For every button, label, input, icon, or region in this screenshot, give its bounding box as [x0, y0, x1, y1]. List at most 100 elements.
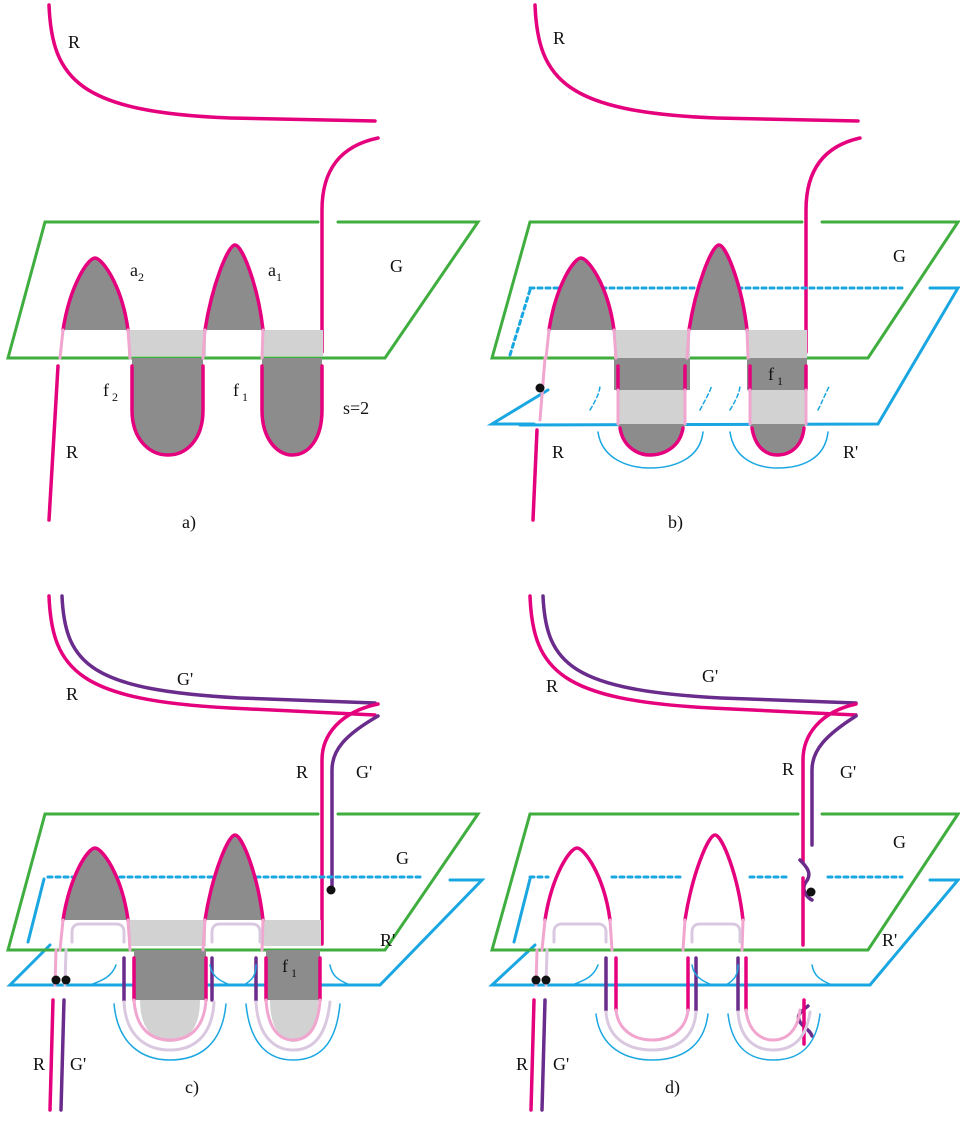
label-r-bottom: R — [516, 1054, 528, 1074]
arch-right-outline — [687, 243, 749, 332]
cup-left-pink — [132, 998, 208, 1042]
lobe-f1-outline — [260, 364, 324, 457]
r-upper-arc — [533, 3, 860, 123]
caption-d: d) — [665, 1077, 680, 1098]
caption-c: c) — [185, 1077, 199, 1098]
label-r-right: R — [782, 759, 794, 779]
plane-g — [490, 812, 960, 952]
caption-a: a) — [182, 512, 196, 533]
arch-left-outline — [543, 846, 612, 922]
label-g: G — [893, 246, 906, 266]
arch-right-outline — [683, 833, 745, 922]
lobe-f1-fill — [262, 358, 322, 455]
cup-right-pink — [744, 1008, 802, 1042]
label-g: G — [396, 848, 409, 868]
label-r-top: R — [68, 32, 80, 52]
lobe-right-bottom-fill — [270, 1000, 318, 1042]
cup-left-purple — [604, 1010, 698, 1052]
plane-r-prime — [488, 877, 960, 987]
r-right-strand — [804, 136, 862, 354]
cup-right-purple — [736, 1010, 812, 1052]
blue-cup-right — [729, 431, 829, 469]
purple-light-brackets — [70, 922, 262, 944]
label-r-bottom: R — [33, 1054, 45, 1074]
cup-left-pink — [614, 1008, 690, 1042]
g-prime-left-strand — [59, 998, 66, 1112]
lobe-legs-red — [132, 956, 322, 1002]
label-g-prime-top: G' — [177, 669, 193, 689]
g-prime-crossing-upper — [798, 858, 814, 902]
r-right-strand — [320, 702, 380, 946]
label-a1: a1 — [268, 260, 282, 284]
r-upper-arc — [47, 3, 377, 123]
g-prime-right-strand — [330, 714, 380, 890]
g-prime-right-strand-upper — [810, 714, 858, 847]
label-r-prime: R' — [882, 930, 897, 950]
lobe-f2-outline — [130, 364, 205, 457]
label-g-prime-right: G' — [356, 762, 372, 782]
r-endpoint-dot — [531, 975, 541, 985]
g-prime-left-strand — [540, 998, 547, 1112]
lobe-left-bottom — [618, 426, 685, 457]
g-prime-endpoint-dot-left — [541, 975, 551, 985]
r-upper-arc — [47, 594, 377, 717]
lobe-legs-red — [614, 956, 748, 1012]
r-left-strand — [531, 428, 539, 522]
band-dark-mid — [614, 358, 690, 390]
r-right-strand — [320, 136, 380, 354]
label-r-top: R — [66, 684, 78, 704]
blue-dashed-arcs — [589, 384, 831, 411]
arch-left-outline — [547, 256, 616, 332]
arch-a1-fill — [205, 245, 263, 330]
cup-left-purple — [122, 1000, 216, 1052]
g-prime-crossing-lower — [796, 1004, 814, 1038]
cup-right-purple — [254, 1000, 332, 1052]
arch-left-fill — [63, 848, 128, 920]
lobe-right-fill — [266, 950, 320, 1000]
label-r-bottom: R — [66, 442, 78, 462]
purple-light-brackets — [552, 922, 742, 944]
g-prime-upper-arc — [60, 594, 377, 705]
band-light-2 — [263, 920, 321, 946]
arch-legs-light — [544, 328, 750, 360]
r-endpoint-dot — [51, 975, 61, 985]
arch-a2-fill — [63, 258, 128, 330]
g-prime-endpoint-dot — [806, 887, 816, 897]
label-g: G — [893, 832, 906, 852]
arch-legs-light — [540, 918, 745, 952]
label-g: G — [390, 256, 403, 276]
label-g-prime-bottom: G' — [70, 1054, 86, 1074]
label-r-prime: R' — [843, 442, 858, 462]
blue-cup-left — [597, 431, 704, 469]
g-prime-endpoint-dot-left — [61, 975, 71, 985]
arch-right-outline — [203, 833, 265, 922]
arch-a1-outline — [203, 243, 265, 332]
lobe-left-bottom-fill — [140, 1000, 200, 1042]
arch-right-fill — [689, 245, 747, 330]
label-r-right: R — [296, 762, 308, 782]
lobe-legs-light — [616, 388, 808, 426]
cup-right-pink — [264, 998, 322, 1042]
arch-left-outline — [61, 846, 130, 922]
band-light-2 — [263, 330, 323, 356]
arch-legs-light — [58, 328, 265, 360]
arch-left-fill — [549, 258, 614, 330]
label-r-top: R — [553, 28, 565, 48]
r-upper-arc — [528, 594, 858, 717]
band-light — [128, 920, 206, 946]
label-g-prime-bottom: G' — [553, 1054, 569, 1074]
band-dark-mid-2 — [747, 358, 807, 390]
cup-left-blue — [595, 1013, 709, 1061]
band-light — [128, 330, 206, 356]
panel-d: R G' R G' G R' R G' d) — [488, 594, 960, 1112]
caption-b: b) — [668, 512, 683, 533]
label-r-bottom: R — [552, 442, 564, 462]
plane-r-prime — [486, 286, 960, 427]
